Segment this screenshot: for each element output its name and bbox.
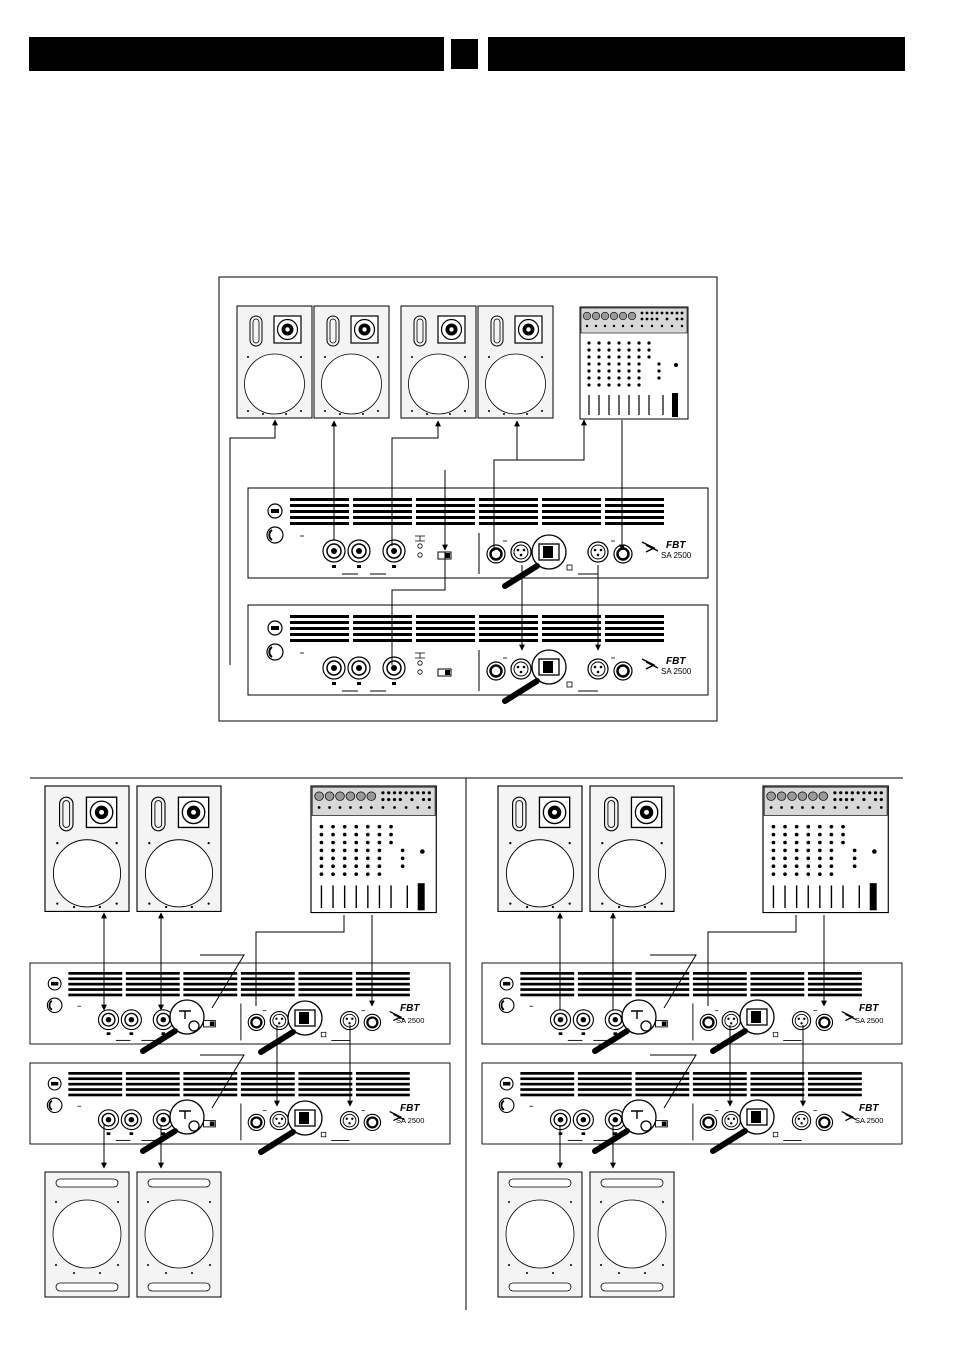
speaker-cabinet-icon — [313, 305, 390, 419]
power-amplifier-icon — [480, 1061, 904, 1146]
bottom-left-wiring — [101, 912, 375, 1169]
amp-model-label: SA 2500 — [396, 1116, 424, 1125]
speaker-cabinet-icon — [136, 785, 222, 913]
mixing-console-icon — [579, 306, 689, 420]
header-bar-left — [29, 37, 444, 71]
header-page-block — [451, 39, 478, 69]
amp-brand-logo: FBT — [859, 1003, 879, 1014]
speaker-cabinet-icon — [136, 1171, 222, 1298]
amp-brand-logo: FBT — [666, 540, 686, 551]
mixing-console-icon — [310, 785, 437, 914]
power-amplifier-icon — [480, 961, 904, 1046]
speaker-cabinet-icon — [477, 305, 554, 419]
bottom-right-wiring — [557, 912, 827, 1169]
header-bar-right — [488, 37, 905, 71]
amp-brand-logo: FBT — [400, 1103, 420, 1114]
amp-model-label: SA 2500 — [396, 1016, 424, 1025]
amp-model-label: SA 2500 — [661, 551, 692, 560]
speaker-cabinet-icon — [497, 785, 583, 913]
mixing-console-icon — [762, 785, 889, 914]
amp-model-label: SA 2500 — [661, 667, 692, 676]
amp-brand-logo: FBT — [666, 656, 686, 667]
amp-model-label: SA 2500 — [855, 1016, 883, 1025]
top-panel-frame — [218, 276, 718, 722]
power-amplifier-icon — [28, 1061, 452, 1146]
power-amplifier-icon — [246, 486, 710, 580]
speaker-cabinet-icon — [44, 1171, 130, 1298]
speaker-cabinet-icon — [400, 305, 477, 419]
speaker-cabinet-icon — [589, 785, 675, 913]
speaker-cabinet-icon — [497, 1171, 583, 1298]
amp-model-label: SA 2500 — [855, 1116, 883, 1125]
amp-brand-logo: FBT — [859, 1103, 879, 1114]
speaker-cabinet-icon — [44, 785, 130, 913]
amp-brand-logo: FBT — [400, 1003, 420, 1014]
power-amplifier-icon — [28, 961, 452, 1046]
speaker-cabinet-icon — [589, 1171, 675, 1298]
top-wiring — [229, 419, 625, 665]
power-amplifier-icon — [246, 603, 710, 697]
speaker-cabinet-icon — [236, 305, 313, 419]
